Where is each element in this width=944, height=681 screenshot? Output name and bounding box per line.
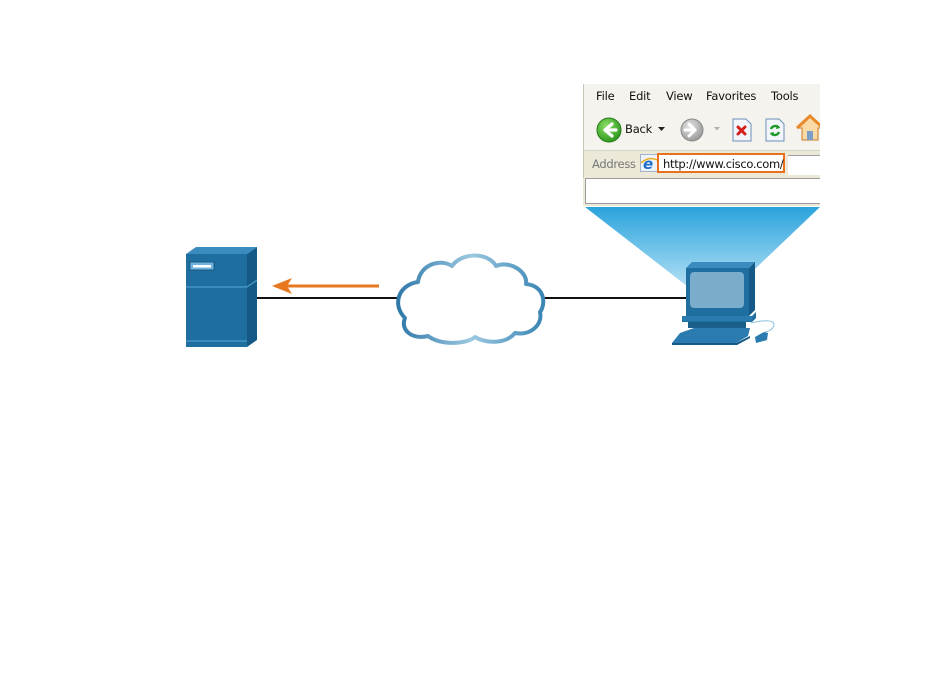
menu-bar: File Edit View Favorites Tools xyxy=(583,84,820,108)
menu-tools[interactable]: Tools xyxy=(771,89,799,103)
address-label: Address xyxy=(592,157,636,171)
internet-cloud-icon xyxy=(396,253,546,345)
menu-view[interactable]: View xyxy=(666,89,693,103)
menu-file[interactable]: File xyxy=(596,89,615,103)
menu-edit[interactable]: Edit xyxy=(629,89,651,103)
request-arrow xyxy=(272,278,379,294)
address-bar: Address e http://www.cisco.com/ xyxy=(583,151,820,178)
home-icon[interactable] xyxy=(796,114,820,142)
forward-dropdown-icon[interactable] xyxy=(714,127,722,133)
url-text: http://www.cisco.com/ xyxy=(663,157,784,171)
forward-arrow-icon[interactable] xyxy=(680,118,704,142)
projection-beam xyxy=(585,207,820,290)
pc-client-icon xyxy=(672,262,775,345)
stop-icon[interactable] xyxy=(732,118,752,142)
back-button-label[interactable]: Back xyxy=(625,122,653,136)
back-arrow-icon[interactable] xyxy=(596,117,622,143)
browser-window: File Edit View Favorites Tools Back xyxy=(583,84,820,206)
browser-content-area xyxy=(585,178,820,204)
toolbar: Back xyxy=(583,108,820,151)
url-input[interactable]: http://www.cisco.com/ xyxy=(657,153,785,173)
refresh-icon[interactable] xyxy=(765,118,785,142)
svg-text:e: e xyxy=(643,155,653,172)
ie-page-icon: e xyxy=(640,154,658,172)
web-server-icon xyxy=(186,247,258,347)
url-input-remainder[interactable] xyxy=(788,155,820,175)
back-dropdown-icon[interactable] xyxy=(658,127,666,133)
menu-favorites[interactable]: Favorites xyxy=(706,89,757,103)
